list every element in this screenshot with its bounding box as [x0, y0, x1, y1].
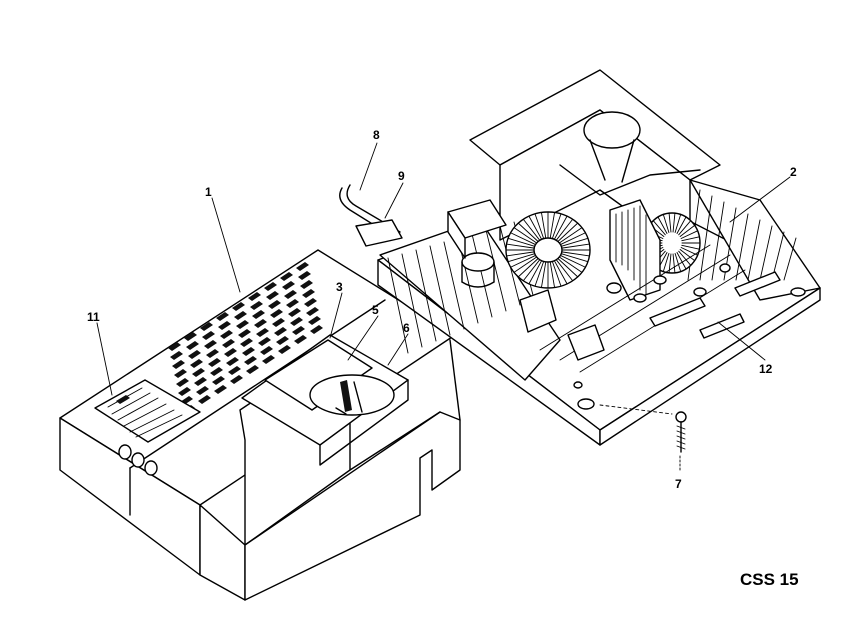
- mounting-holes: [573, 287, 806, 410]
- mains-cable: [339, 184, 403, 247]
- front-sockets: [118, 444, 158, 476]
- capacitor: [461, 252, 495, 288]
- callout-6: 6: [403, 321, 410, 335]
- callout-5: 5: [372, 303, 379, 317]
- callout-1: 1: [205, 185, 212, 199]
- relay-block: [447, 199, 507, 259]
- vent-grid: [168, 262, 323, 414]
- callout-7: 7: [675, 477, 682, 491]
- callout-2: 2: [790, 165, 797, 179]
- leader-lines: [96, 142, 791, 471]
- callout-9: 9: [398, 169, 405, 183]
- figure-title: CSS 15: [740, 570, 799, 589]
- screw: [675, 411, 687, 453]
- callout-8: 8: [373, 128, 380, 142]
- cooling-ribs: [387, 189, 797, 354]
- callout-12: 12: [759, 362, 773, 376]
- rating-plate: [94, 379, 201, 443]
- heat-sink: [609, 199, 661, 301]
- tip-well: [309, 374, 395, 416]
- housing-cover: [59, 249, 461, 601]
- callout-11: 11: [87, 310, 100, 324]
- callout-3: 3: [336, 280, 343, 294]
- iron-holder: [559, 111, 701, 196]
- circuit-board: [519, 244, 781, 373]
